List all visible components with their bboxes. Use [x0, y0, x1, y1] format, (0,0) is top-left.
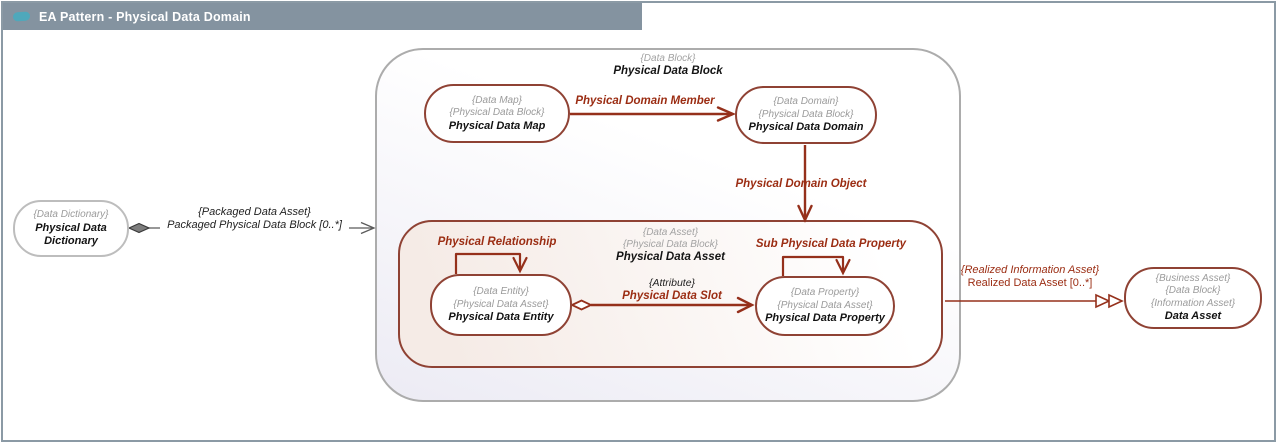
node-name: Physical Data Map	[448, 119, 546, 132]
container-physical-data-block-heading: {Data Block} Physical Data Block	[375, 53, 961, 78]
stereotype-label: {Physical Data Block}	[758, 108, 854, 120]
stereotype-label: {Physical Data Asset}	[453, 298, 549, 310]
stereotype-label: {Data Domain}	[773, 96, 839, 107]
stereotype-label: {Physical Data Block}	[449, 107, 545, 118]
label-physical-relationship: Physical Relationship	[437, 236, 557, 248]
node-data-asset[interactable]: {Business Asset} {Data Block} {Informati…	[1124, 267, 1262, 329]
node-physical-data-map[interactable]: {Data Map} {Physical Data Block} Physica…	[424, 84, 570, 143]
node-name: Data Asset	[1164, 310, 1222, 323]
label-physical-domain-member: Physical Domain Member	[575, 95, 715, 107]
stereotype-label: {Data Asset}	[642, 227, 699, 238]
label-realized-data-asset: {Realized Information Asset} Realized Da…	[960, 264, 1100, 289]
container-name: Physical Data Asset	[616, 251, 725, 263]
label-packaged-physical-data-block: {Packaged Data Asset} Packaged Physical …	[160, 206, 349, 232]
node-physical-data-property[interactable]: {Data Property} {Physical Data Asset} Ph…	[755, 276, 895, 336]
label-sub-physical-data-property: Sub Physical Data Property	[755, 238, 907, 250]
container-physical-data-asset-heading: {Data Asset} {Physical Data Block} Physi…	[398, 227, 943, 264]
diagram-titlebar: EA Pattern - Physical Data Domain	[3, 3, 642, 30]
node-name: Physical Data Property	[765, 312, 885, 324]
stereotype-label: {Information Asset}	[1150, 297, 1236, 309]
stereotype-label: {Data Property}	[790, 287, 860, 298]
stereotype-label: {Business Asset}	[1155, 272, 1231, 284]
stereotype-label: {Data Dictionary}	[33, 209, 109, 221]
diagram-title: EA Pattern - Physical Data Domain	[39, 9, 251, 24]
node-name: Physical Data Entity	[448, 311, 554, 323]
diagram-icon	[12, 11, 31, 22]
stereotype-label: {Data Block}	[640, 53, 696, 64]
container-name: Physical Data Block	[613, 65, 723, 77]
node-physical-data-domain[interactable]: {Data Domain} {Physical Data Block} Phys…	[735, 86, 877, 144]
stereotype-label: {Data Entity}	[473, 286, 529, 297]
stereotype-label: {Physical Data Asset}	[777, 299, 873, 311]
label-physical-data-slot: {Attribute} Physical Data Slot	[622, 277, 722, 302]
node-physical-data-entity[interactable]: {Data Entity} {Physical Data Asset} Phys…	[430, 274, 572, 336]
node-name: Physical Data Dictionary	[35, 221, 107, 247]
stereotype-label: {Physical Data Block}	[622, 239, 719, 250]
node-name: Physical Data Domain	[748, 121, 864, 133]
stereotype-label: {Data Block}	[1165, 285, 1221, 297]
label-physical-domain-object: Physical Domain Object	[735, 178, 867, 190]
stereotype-label: {Data Map}	[471, 94, 523, 106]
node-physical-data-dictionary[interactable]: {Data Dictionary} Physical Data Dictiona…	[13, 200, 129, 257]
